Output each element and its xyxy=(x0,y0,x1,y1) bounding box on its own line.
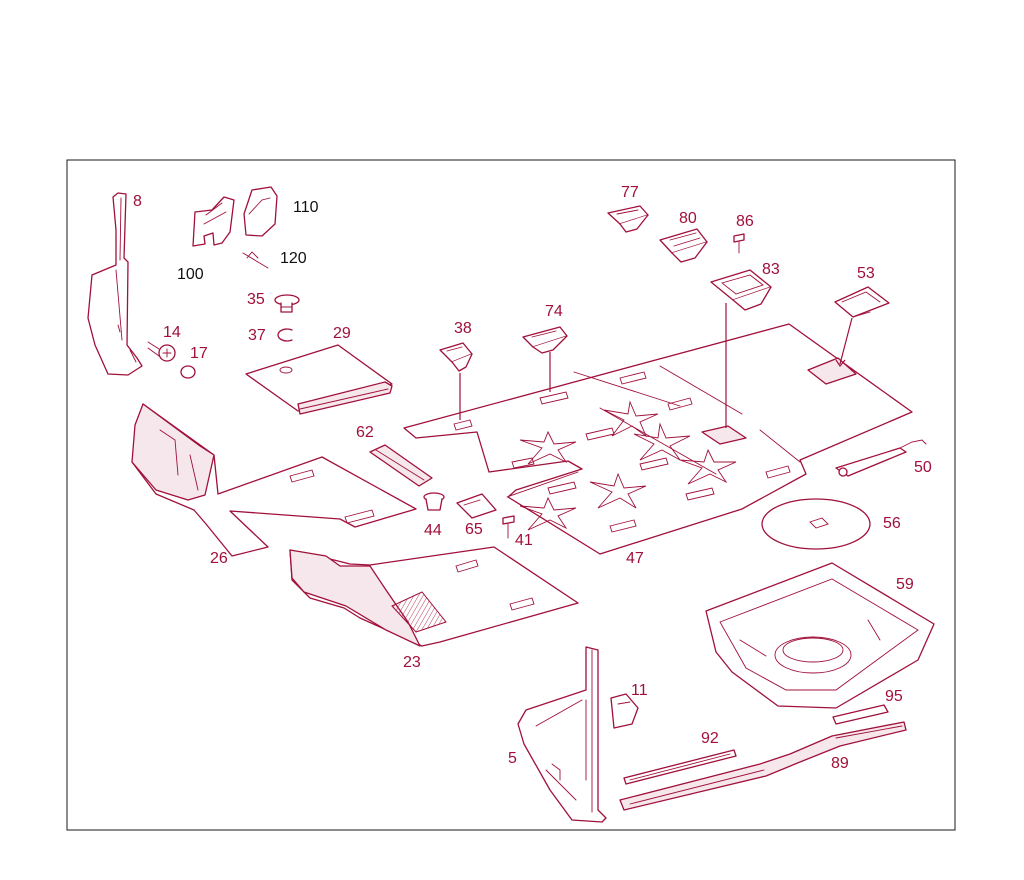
part-59-tray[interactable] xyxy=(705,562,935,709)
label-77: 77 xyxy=(621,184,639,201)
part-100-bracket[interactable] xyxy=(192,196,235,247)
part-74-holder[interactable] xyxy=(522,326,568,354)
part-47-floor-mat[interactable] xyxy=(403,323,913,555)
part-37-retaining-ring[interactable] xyxy=(277,328,293,342)
label-100: 100 xyxy=(177,266,204,283)
part-95-sill-trim[interactable] xyxy=(832,704,889,725)
part-labels: 8 100 110 120 35 37 29 14 17 38 74 77 80… xyxy=(133,184,932,772)
label-38: 38 xyxy=(454,320,472,337)
part-83-holder[interactable] xyxy=(710,269,772,311)
label-11: 11 xyxy=(631,682,648,699)
label-5: 5 xyxy=(508,750,517,767)
label-17: 17 xyxy=(190,345,208,362)
label-50: 50 xyxy=(914,459,932,476)
label-92: 92 xyxy=(701,730,719,747)
part-110-cover[interactable] xyxy=(243,186,278,237)
part-53-holder[interactable] xyxy=(834,286,890,318)
leader-lines xyxy=(459,303,853,428)
part-38-holder[interactable] xyxy=(439,342,473,372)
part-44-grommet[interactable] xyxy=(423,492,445,511)
label-35: 35 xyxy=(247,291,265,308)
part-56-disc[interactable] xyxy=(761,498,871,550)
label-14: 14 xyxy=(163,324,181,341)
label-74: 74 xyxy=(545,303,563,320)
part-41-bolt[interactable] xyxy=(502,515,515,539)
part-62-cover[interactable] xyxy=(369,444,433,487)
part-26-floor-front[interactable] xyxy=(131,403,417,557)
part-5-pillar-trim[interactable] xyxy=(517,646,607,823)
part-80-holder[interactable] xyxy=(659,228,708,263)
label-120: 120 xyxy=(280,250,307,267)
label-26: 26 xyxy=(210,550,228,567)
label-41: 41 xyxy=(515,532,533,549)
label-37: 37 xyxy=(248,327,266,344)
part-92-sill-strip[interactable] xyxy=(623,749,737,785)
label-95: 95 xyxy=(885,688,903,705)
label-65: 65 xyxy=(465,521,483,538)
label-44: 44 xyxy=(424,522,442,539)
label-23: 23 xyxy=(403,654,421,671)
part-65-bracket[interactable] xyxy=(456,493,497,519)
part-50-strap[interactable] xyxy=(835,439,927,477)
label-83: 83 xyxy=(762,261,780,278)
part-17-cap[interactable] xyxy=(180,365,196,379)
label-53: 53 xyxy=(857,265,875,282)
label-80: 80 xyxy=(679,210,697,227)
label-89: 89 xyxy=(831,755,849,772)
part-11-clip[interactable] xyxy=(610,693,639,729)
label-86: 86 xyxy=(736,213,754,230)
label-56: 56 xyxy=(883,515,901,532)
part-120-clip[interactable] xyxy=(242,251,269,269)
part-86-bolt[interactable] xyxy=(733,233,745,254)
part-8-pillar-trim[interactable] xyxy=(87,192,143,376)
label-47: 47 xyxy=(626,550,644,567)
label-59: 59 xyxy=(896,576,914,593)
label-8: 8 xyxy=(133,193,142,210)
part-29-panel[interactable] xyxy=(245,344,393,415)
label-29: 29 xyxy=(333,325,351,342)
diagram-frame xyxy=(66,159,956,831)
part-35-push-clip[interactable] xyxy=(274,294,300,313)
label-110: 110 xyxy=(293,199,319,216)
label-62: 62 xyxy=(356,424,374,441)
part-14-screw[interactable] xyxy=(147,341,176,362)
part-77-holder[interactable] xyxy=(607,205,649,233)
part-89-sill-panel[interactable] xyxy=(619,721,907,811)
part-23-floor-mat[interactable] xyxy=(289,546,579,647)
